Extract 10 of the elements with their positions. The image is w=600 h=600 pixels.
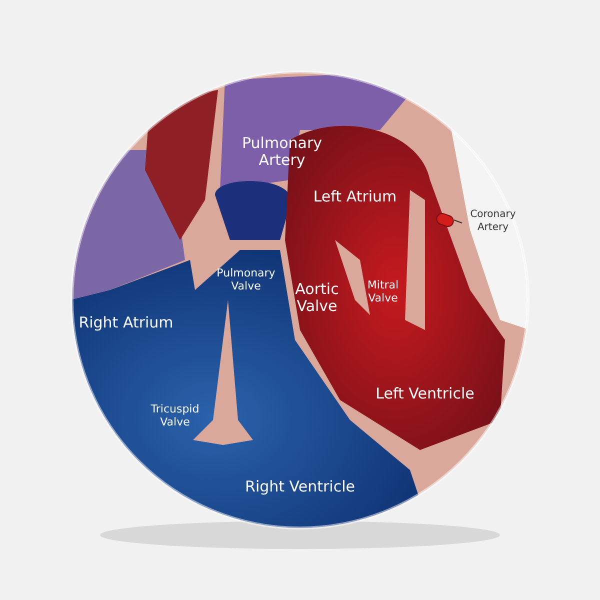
part-label: Left Ventricle [374,385,476,403]
part-label: Coronary Artery [462,208,524,238]
part-label: Right Atrium [78,314,174,332]
part-label: Pulmonary Valve [216,267,276,293]
part-label: Mitral Valve [366,279,400,305]
part-label: Right Ventricle [244,478,356,496]
part-label: Left Atrium [312,188,398,206]
part-label: Tricuspid Valve [150,403,200,429]
leader-line [454,220,462,224]
part-label: Aortic Valve [294,280,340,316]
